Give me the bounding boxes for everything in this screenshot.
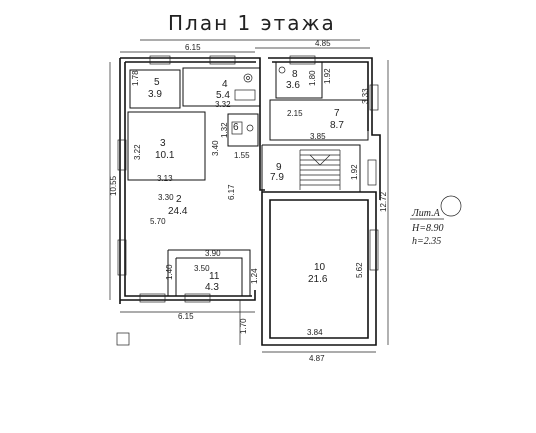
outer-wall-left-inner [124, 61, 256, 297]
outer-wall-left-block [119, 57, 265, 304]
room-7-area: 8.7 [330, 120, 344, 131]
room-4-area: 5.4 [216, 90, 230, 101]
sink-symbol [234, 89, 256, 101]
dim-r10-side: 1.24 [250, 268, 259, 284]
external-marker-square [116, 332, 130, 346]
room-10-number: 10 [314, 262, 326, 273]
partition-stairs [261, 144, 361, 192]
dim-r11-h: 1.40 [165, 264, 174, 280]
dim-r10-w: 3.84 [307, 328, 323, 337]
partition-room3 [127, 111, 206, 181]
dim-bottom-right: 4.87 [309, 354, 325, 363]
staircase [299, 149, 341, 190]
window-marks [117, 55, 379, 303]
inner-wall-room-10 [269, 199, 369, 339]
partition-room8 [275, 61, 323, 99]
legend-h-inner: h=2.35 [412, 236, 441, 247]
room-2-number: 2 [176, 194, 182, 205]
partition-room5 [129, 69, 181, 109]
dim-r2-w1: 3.30 [158, 193, 174, 202]
washbasin-symbol [246, 124, 254, 132]
lit-circle [440, 195, 462, 217]
room-3-area: 10.1 [155, 150, 175, 161]
dim-r4-a: 3.32 [215, 100, 231, 109]
room-11-area: 4.3 [205, 282, 219, 293]
dim-stair: 1.92 [350, 164, 359, 180]
dim-side-gap: 1.70 [239, 318, 248, 334]
dim-left-height: 10.55 [109, 175, 118, 196]
dim-r6-b: 3.40 [211, 140, 220, 156]
partition-room11 [167, 249, 251, 296]
room-4-number: 4 [222, 79, 228, 90]
dim-r2-w2: 5.70 [150, 217, 166, 226]
room-3-number: 3 [160, 138, 166, 149]
partition-room7 [269, 99, 369, 141]
dim-r6-c: 1.55 [234, 151, 250, 160]
dim-r7-h: 1.92 [323, 68, 332, 84]
legend-h-total: H=8.90 [411, 223, 443, 234]
legend-lit: Лит.А [411, 208, 441, 219]
outer-wall-right-lower [261, 191, 377, 346]
plan-title: План 1 этажа [168, 11, 336, 35]
room-5-number: 5 [154, 77, 160, 88]
dim-bottom-left: 6.15 [178, 312, 194, 321]
dim-r11-w1: 3.90 [205, 249, 221, 258]
dim-r8-h: 1.80 [308, 70, 317, 86]
stove-inner [246, 76, 250, 80]
partition-room4 [182, 67, 261, 107]
dim-r3-h: 3.22 [133, 144, 142, 160]
room-9-number: 9 [276, 162, 282, 173]
stove-symbol [243, 73, 253, 83]
dim-top-right: 4.85 [315, 39, 331, 48]
dim-r10-h: 5.62 [355, 262, 364, 278]
room-11-number: 11 [209, 271, 220, 282]
dim-r1-a: 1.78 [131, 70, 140, 86]
dim-r7-w2: 3.85 [310, 132, 326, 141]
dim-top-left: 6.15 [185, 43, 201, 52]
room-10-area: 21.6 [308, 274, 328, 285]
dim-right-height: 12.72 [379, 191, 388, 212]
room-8-number: 8 [292, 69, 298, 80]
room-9-area: 7.9 [270, 172, 284, 183]
room-8-area: 3.6 [286, 80, 300, 91]
room-2-area: 24.4 [168, 206, 188, 217]
dim-r7-side: 3.33 [361, 88, 370, 104]
dim-r2-h: 6.17 [227, 184, 236, 200]
dim-r11-w2: 3.50 [194, 264, 210, 273]
dim-r7-w1: 2.15 [287, 109, 303, 118]
partition-room6 [227, 113, 259, 147]
dim-r6-a: 1.32 [220, 122, 229, 138]
room-5-area: 3.9 [148, 89, 162, 100]
room-7-number: 7 [334, 108, 340, 119]
room-6-number: 6 [233, 122, 239, 133]
toilet-symbol [231, 121, 243, 135]
boiler-symbol [278, 66, 286, 74]
dim-r3-w: 3.13 [157, 174, 173, 183]
